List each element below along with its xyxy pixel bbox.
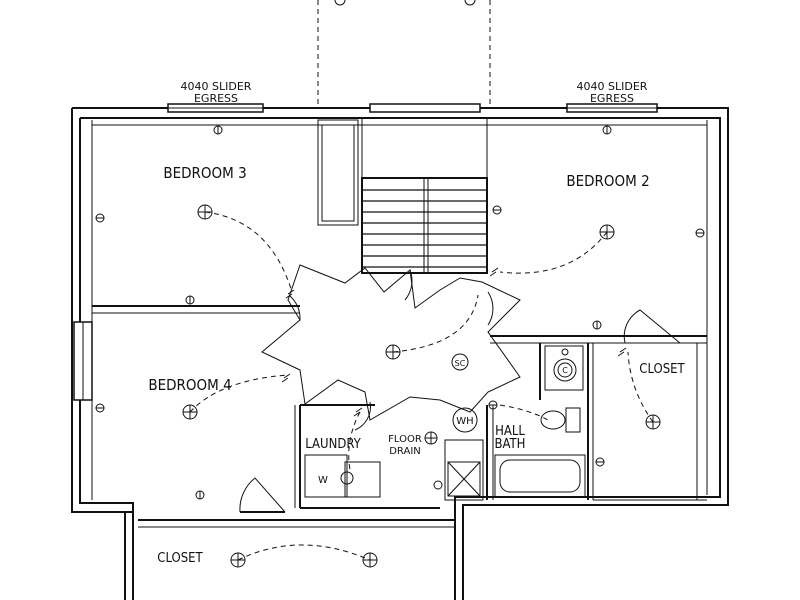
water-heater-label: WH xyxy=(456,416,473,427)
window-left xyxy=(167,103,264,113)
room-label-bedroom-3: BEDROOM 3 xyxy=(163,164,246,182)
room-label-laundry: LAUNDRY xyxy=(305,437,361,452)
outlet-icons xyxy=(95,125,705,500)
upper-extension-outline xyxy=(317,0,491,108)
hall-doors xyxy=(239,264,681,513)
chase xyxy=(317,119,359,226)
window-right-label-line2: EGRESS xyxy=(590,92,634,105)
floor-drain-icon xyxy=(424,431,438,445)
smoke-detector-label: SC xyxy=(455,359,466,368)
window-left-label-line2: EGRESS xyxy=(194,92,238,105)
window-top-middle xyxy=(369,103,481,113)
interior-walls xyxy=(92,305,707,528)
water-heater xyxy=(452,407,478,433)
window-right xyxy=(566,103,658,113)
window-left-label-line1: 4040 SLIDER xyxy=(181,80,252,93)
room-label-hall-bath-line1: HALL xyxy=(495,424,525,439)
staircase xyxy=(361,118,488,274)
bathtub xyxy=(494,454,586,498)
toilet xyxy=(540,407,581,433)
room-label-hall-bath-line2: BATH xyxy=(495,437,526,452)
exterior-walls xyxy=(71,107,729,600)
sink-label: C xyxy=(562,366,568,375)
closet-right-shelves xyxy=(593,343,707,501)
washer-label: W xyxy=(318,475,328,486)
laundry-fixtures xyxy=(304,454,381,498)
switch-icons xyxy=(281,267,627,417)
room-label-closet-bottom: CLOSET xyxy=(157,551,203,566)
room-label-bedroom-2: BEDROOM 2 xyxy=(566,172,649,190)
floor-drain-label-line1: FLOOR xyxy=(388,434,422,445)
sink xyxy=(544,345,584,391)
room-label-bedroom-4: BEDROOM 4 xyxy=(148,376,231,394)
window-right-label-line1: 4040 SLIDER xyxy=(577,80,648,93)
smoke-detector-icon xyxy=(451,353,469,371)
window-left-side xyxy=(73,321,93,401)
room-label-closet-right: CLOSET xyxy=(639,362,685,377)
floor-drain-label-line2: DRAIN xyxy=(389,446,421,457)
mechanical-box xyxy=(433,439,484,501)
switch-wiring xyxy=(189,211,654,561)
ceiling-light-icons xyxy=(182,204,661,568)
